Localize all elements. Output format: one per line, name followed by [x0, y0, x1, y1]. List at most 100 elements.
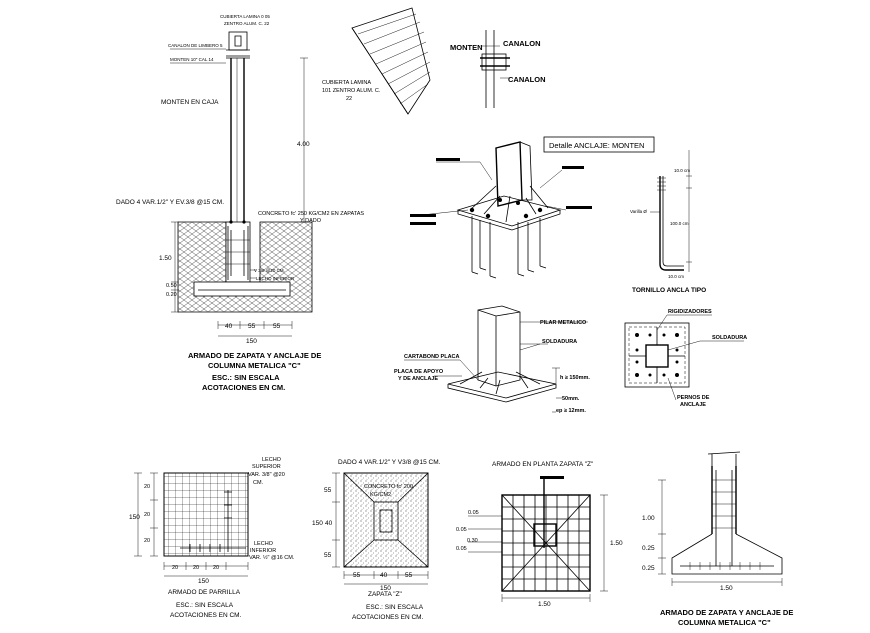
- soldadura-label: SOLDADURA: [542, 339, 577, 345]
- canalon-label-2: CANALON: [508, 75, 546, 84]
- concreto-label: CONCRETO fc' 250 KG/CM2 EN ZAPATAS: [258, 211, 364, 217]
- lecho-sup-label: LECHO: [262, 457, 282, 463]
- zapata-left-55a: 55: [324, 487, 332, 494]
- h-label: h ≥ 150mm.: [560, 375, 590, 381]
- monten-detail: MONTEN CANALON CANALON: [450, 30, 546, 108]
- dim-bottom-55a: 55: [248, 323, 256, 330]
- parrilla-left-20c: 20: [144, 538, 150, 544]
- dim-4-00: 4.00: [297, 141, 310, 148]
- cubierta-detail: CUBIERTA LAMINA 101 ZENTRO ALUM. C. 22: [322, 7, 431, 115]
- soldadura-plan-label: SOLDADURA: [712, 335, 747, 341]
- zapata-bot-55a: 55: [353, 572, 361, 579]
- column-title-2: COLUMNA METALICA "C": [208, 361, 301, 370]
- var-inf-label: VAR. ½" @16 CM.: [249, 554, 295, 561]
- cubierta-top-label: CUBIERTA LAMINA 0 05: [220, 14, 270, 19]
- parrilla-bot-150: 150: [198, 578, 209, 585]
- dado-label: DADO 4 VAR.1/2" Y EV.3/8 @15 CM.: [116, 199, 224, 206]
- anclaje-title: Detalle ANCLAJE: MONTEN: [549, 141, 644, 150]
- tornillo-title: TORNILLO ANCLA TIPO: [632, 287, 706, 294]
- cubierta-label-3: 22: [346, 96, 352, 102]
- rigidizadores-label: RIGIDIZADORES: [668, 309, 712, 315]
- placa-label-2: Y DE ANCLAJE: [398, 376, 438, 382]
- zapata-title: ZAPATA "Z": [368, 591, 403, 598]
- tornillo-d3: 10.0 cm: [668, 274, 684, 279]
- parrilla-esc: ESC.: SIN ESCALA: [176, 602, 234, 609]
- zapata-concreto: CONCRETO fc' 200: [364, 484, 413, 490]
- lecho-inf-label-p2: INFERIOR: [250, 548, 276, 554]
- seccion-zapata: 1.00 0.25 0.25 1.50 ARMADO DE ZAPATA Y A…: [642, 451, 793, 627]
- canalon-label-1: CANALON: [503, 39, 541, 48]
- planta-dim-1-50-right: 1.50: [610, 540, 623, 547]
- dim-0-20: 0.20: [166, 292, 177, 298]
- pilar-label: PILAR METALICO: [540, 320, 587, 326]
- parrilla-acot: ACOTACIONES EN CM.: [170, 612, 242, 619]
- zapata-left-55b: 55: [324, 552, 332, 559]
- parrilla-left-150: 150: [129, 514, 140, 521]
- parrilla-left-20a: 20: [144, 484, 150, 490]
- seccion-dim-1-50: 1.50: [720, 585, 733, 592]
- zapata-kg: KG/CM2: [370, 492, 391, 498]
- cubierta-top-label-2: ZENTRO ALUM. C. 22: [224, 21, 270, 26]
- dim-0-50: 0.50: [166, 283, 177, 289]
- varilla-label: Varilla Ø: [630, 209, 647, 214]
- monten-label: MONTEN: [450, 43, 483, 52]
- column-esc: ESC.: SIN ESCALA: [212, 373, 280, 382]
- armado-planta: ARMADO EN PLANTA ZAPATA "Z" 0.05 0.05 0.…: [456, 461, 623, 608]
- dim-bottom-40: 40: [225, 323, 233, 330]
- cartabon-label: CARTABOND PLACA: [404, 354, 460, 360]
- armado-planta-title: ARMADO EN PLANTA ZAPATA "Z": [492, 461, 594, 468]
- parrilla-title: ARMADO DE PARRILLA: [168, 589, 241, 596]
- zapata-bot-55b: 55: [405, 572, 413, 579]
- plano-anclaje: RIGIDIZADORES SOLDADURA PERNOS DE ANCLAJ…: [624, 309, 747, 408]
- parrilla-bot-20a: 20: [172, 565, 178, 571]
- anclaje-detail: Detalle ANCLAJE: MONTEN: [410, 136, 655, 279]
- dim-bottom-55b: 55: [273, 323, 281, 330]
- monten-caja-label: MONTEN EN CAJA: [161, 99, 219, 106]
- seccion-dim-0-25a: 0.25: [642, 545, 655, 552]
- zapata-dado-label: DADO 4 VAR.1/2" Y V3/8 @15 CM.: [338, 459, 441, 466]
- planta-dim-0-30: 0.30: [467, 538, 478, 544]
- parrilla-left-20b: 20: [144, 512, 150, 518]
- zapata-bot-40: 40: [380, 572, 388, 579]
- seccion-dim-0-25b: 0.25: [642, 565, 655, 572]
- ydado-label: Y DADO: [300, 218, 322, 224]
- tornillo-d1: 10.0 cm: [674, 168, 690, 173]
- placa-label-1: PLACA DE APOYO: [394, 369, 444, 375]
- parrilla-plan: LECHO SUPERIOR VAR. 3/8" @20 CM. LECHO I…: [129, 457, 295, 619]
- tornillo-d2: 100.0 cm: [670, 221, 689, 226]
- dim-1-50: 1.50: [159, 255, 172, 262]
- lecho-inf-label-p: LECHO: [254, 541, 274, 547]
- lecho-inf-label: LECHO INFERIOR: [256, 276, 295, 281]
- parrilla-bot-20b: 20: [193, 565, 199, 571]
- v-cm-label: V 3/8 @20 CM.: [254, 268, 285, 273]
- zapata-bot-150: 150: [380, 585, 391, 592]
- cubierta-label-2: 101 ZENTRO ALUM. C.: [322, 88, 381, 94]
- mm50-label: 50mm.: [562, 396, 580, 402]
- pernos-label-1: PERNOS DE: [677, 395, 710, 401]
- planta-dim-1-50-bottom: 1.50: [538, 601, 551, 608]
- column-section: CUBIERTA LAMINA 0 05 ZENTRO ALUM. C. 22 …: [116, 14, 364, 392]
- planta-dim-0-05a: 0.05: [468, 510, 479, 516]
- zapata-acot: ACOTACIONES EN CM.: [352, 614, 424, 621]
- cm-label: CM.: [253, 480, 264, 486]
- pilar-placa-detail: PILAR METALICO SOLDADURA CARTABOND PLACA…: [394, 305, 590, 414]
- zapata-z-plan: DADO 4 VAR.1/2" Y V3/8 @15 CM. CONCRETO …: [312, 459, 441, 621]
- pernos-label-2: ANCLAJE: [680, 402, 706, 408]
- zapata-left-40: 40: [325, 520, 333, 527]
- parrilla-bot-20c: 20: [213, 565, 219, 571]
- ep-label: ep ≥ 12mm.: [556, 408, 586, 414]
- seccion-dim-1-00: 1.00: [642, 515, 655, 522]
- planta-dim-0-05b: 0.05: [456, 527, 467, 533]
- column-title-1: ARMADO DE ZAPATA Y ANCLAJE DE: [188, 351, 321, 360]
- tornillo-detail: 10.0 cm 100.0 cm 10.0 cm Varilla Ø TORNI…: [630, 150, 706, 294]
- zapata-left-150: 150: [312, 520, 323, 527]
- lecho-sup-label-2: SUPERIOR: [252, 464, 281, 470]
- planta-dim-0-05c: 0.05: [456, 546, 467, 552]
- canalon-label: CANALON DE LIMBERO 5: [168, 43, 223, 48]
- seccion-title-1: ARMADO DE ZAPATA Y ANCLAJE DE: [660, 608, 793, 617]
- dim-bottom-150: 150: [246, 338, 257, 345]
- column-acot: ACOTACIONES EN CM.: [202, 383, 285, 392]
- seccion-title-2: COLUMNA METALICA "C": [678, 618, 771, 627]
- var-sup-label: VAR. 3/8" @20: [248, 472, 285, 478]
